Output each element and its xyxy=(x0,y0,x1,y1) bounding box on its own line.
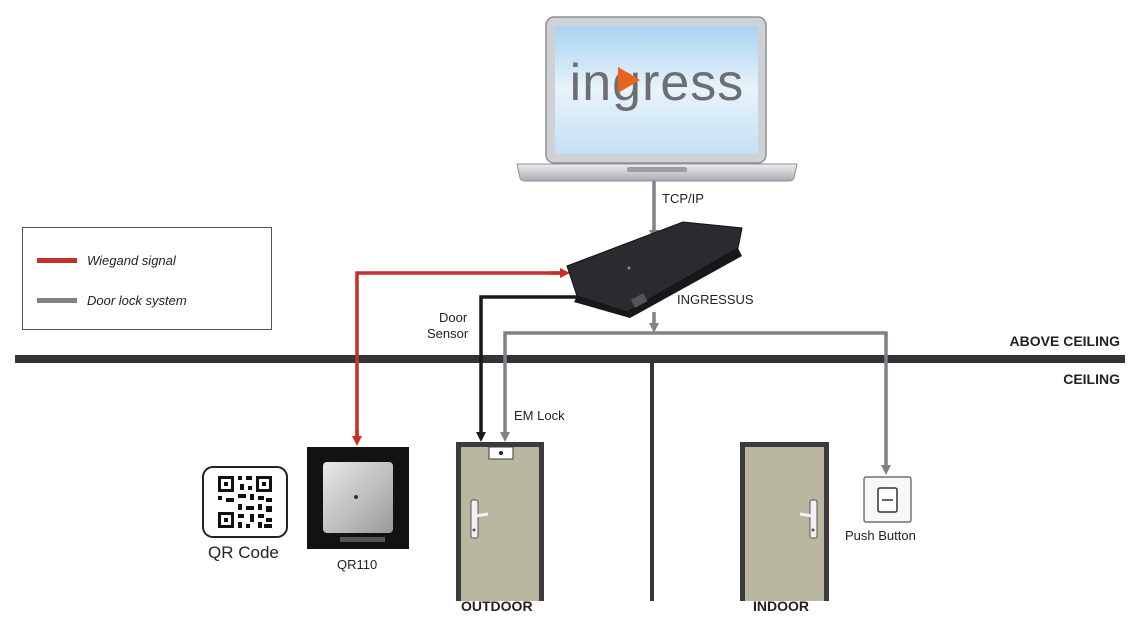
qr-code-label: QR Code xyxy=(208,543,279,562)
reader-label-strip xyxy=(340,537,385,542)
push-button-device xyxy=(863,476,912,523)
controller-led xyxy=(627,266,631,270)
controller-label: INGRESSUS xyxy=(677,292,754,307)
reader-label: QR110 xyxy=(337,557,378,572)
indoor-door-handle xyxy=(799,512,814,518)
outdoor-door-handle xyxy=(474,512,489,518)
legend-door-lock-label: Door lock system xyxy=(87,293,187,308)
tcpip-label: TCP/IP xyxy=(662,191,704,206)
ingress-play-icon xyxy=(618,67,640,93)
legend-wiegand-label: Wiegand signal xyxy=(87,253,176,268)
em-lock-label: EM Lock xyxy=(514,408,565,423)
door-sensor-line xyxy=(476,295,580,442)
outdoor-door-keyhole xyxy=(472,528,476,532)
laptop-base xyxy=(516,163,798,182)
laptop-screen xyxy=(555,26,758,154)
ceiling-bar xyxy=(15,355,1125,363)
laptop: ingress xyxy=(516,16,798,182)
indoor-door-keyhole xyxy=(811,528,815,532)
reader-sensor xyxy=(354,495,358,499)
outdoor-door xyxy=(456,442,544,601)
ingressus-controller xyxy=(566,221,743,318)
push-button-label: Push Button xyxy=(845,528,916,543)
dividing-wall xyxy=(650,363,654,601)
door-lock-bus-line xyxy=(503,331,888,337)
indoor-door-handle-plate xyxy=(809,499,818,539)
indoor-door xyxy=(740,442,829,601)
ingress-logo: ingress xyxy=(570,54,745,112)
wiegand-line xyxy=(355,271,560,442)
legend-wiegand-swatch xyxy=(37,258,77,263)
outdoor-door-handle-plate xyxy=(470,499,479,539)
ceiling-label: CEILING xyxy=(1063,371,1120,387)
qr-code-card xyxy=(202,466,288,538)
door-sensor-label-line2: Sensor xyxy=(427,326,469,341)
door-sensor-label-line1: Door xyxy=(439,310,468,325)
reader-window xyxy=(323,462,393,533)
qr-code-icon xyxy=(218,476,272,528)
legend: Wiegand signal Door lock system xyxy=(22,227,272,330)
laptop-notch xyxy=(627,167,687,172)
qr-card-border xyxy=(202,466,288,538)
legend-door-lock-swatch xyxy=(37,298,77,303)
em-lock-dot xyxy=(499,451,503,455)
qr110-reader xyxy=(307,447,409,549)
outdoor-label: OUTDOOR xyxy=(461,598,533,614)
indoor-label: INDOOR xyxy=(753,598,809,614)
above-ceiling-label: ABOVE CEILING xyxy=(1009,333,1120,349)
controller-port xyxy=(630,293,648,308)
